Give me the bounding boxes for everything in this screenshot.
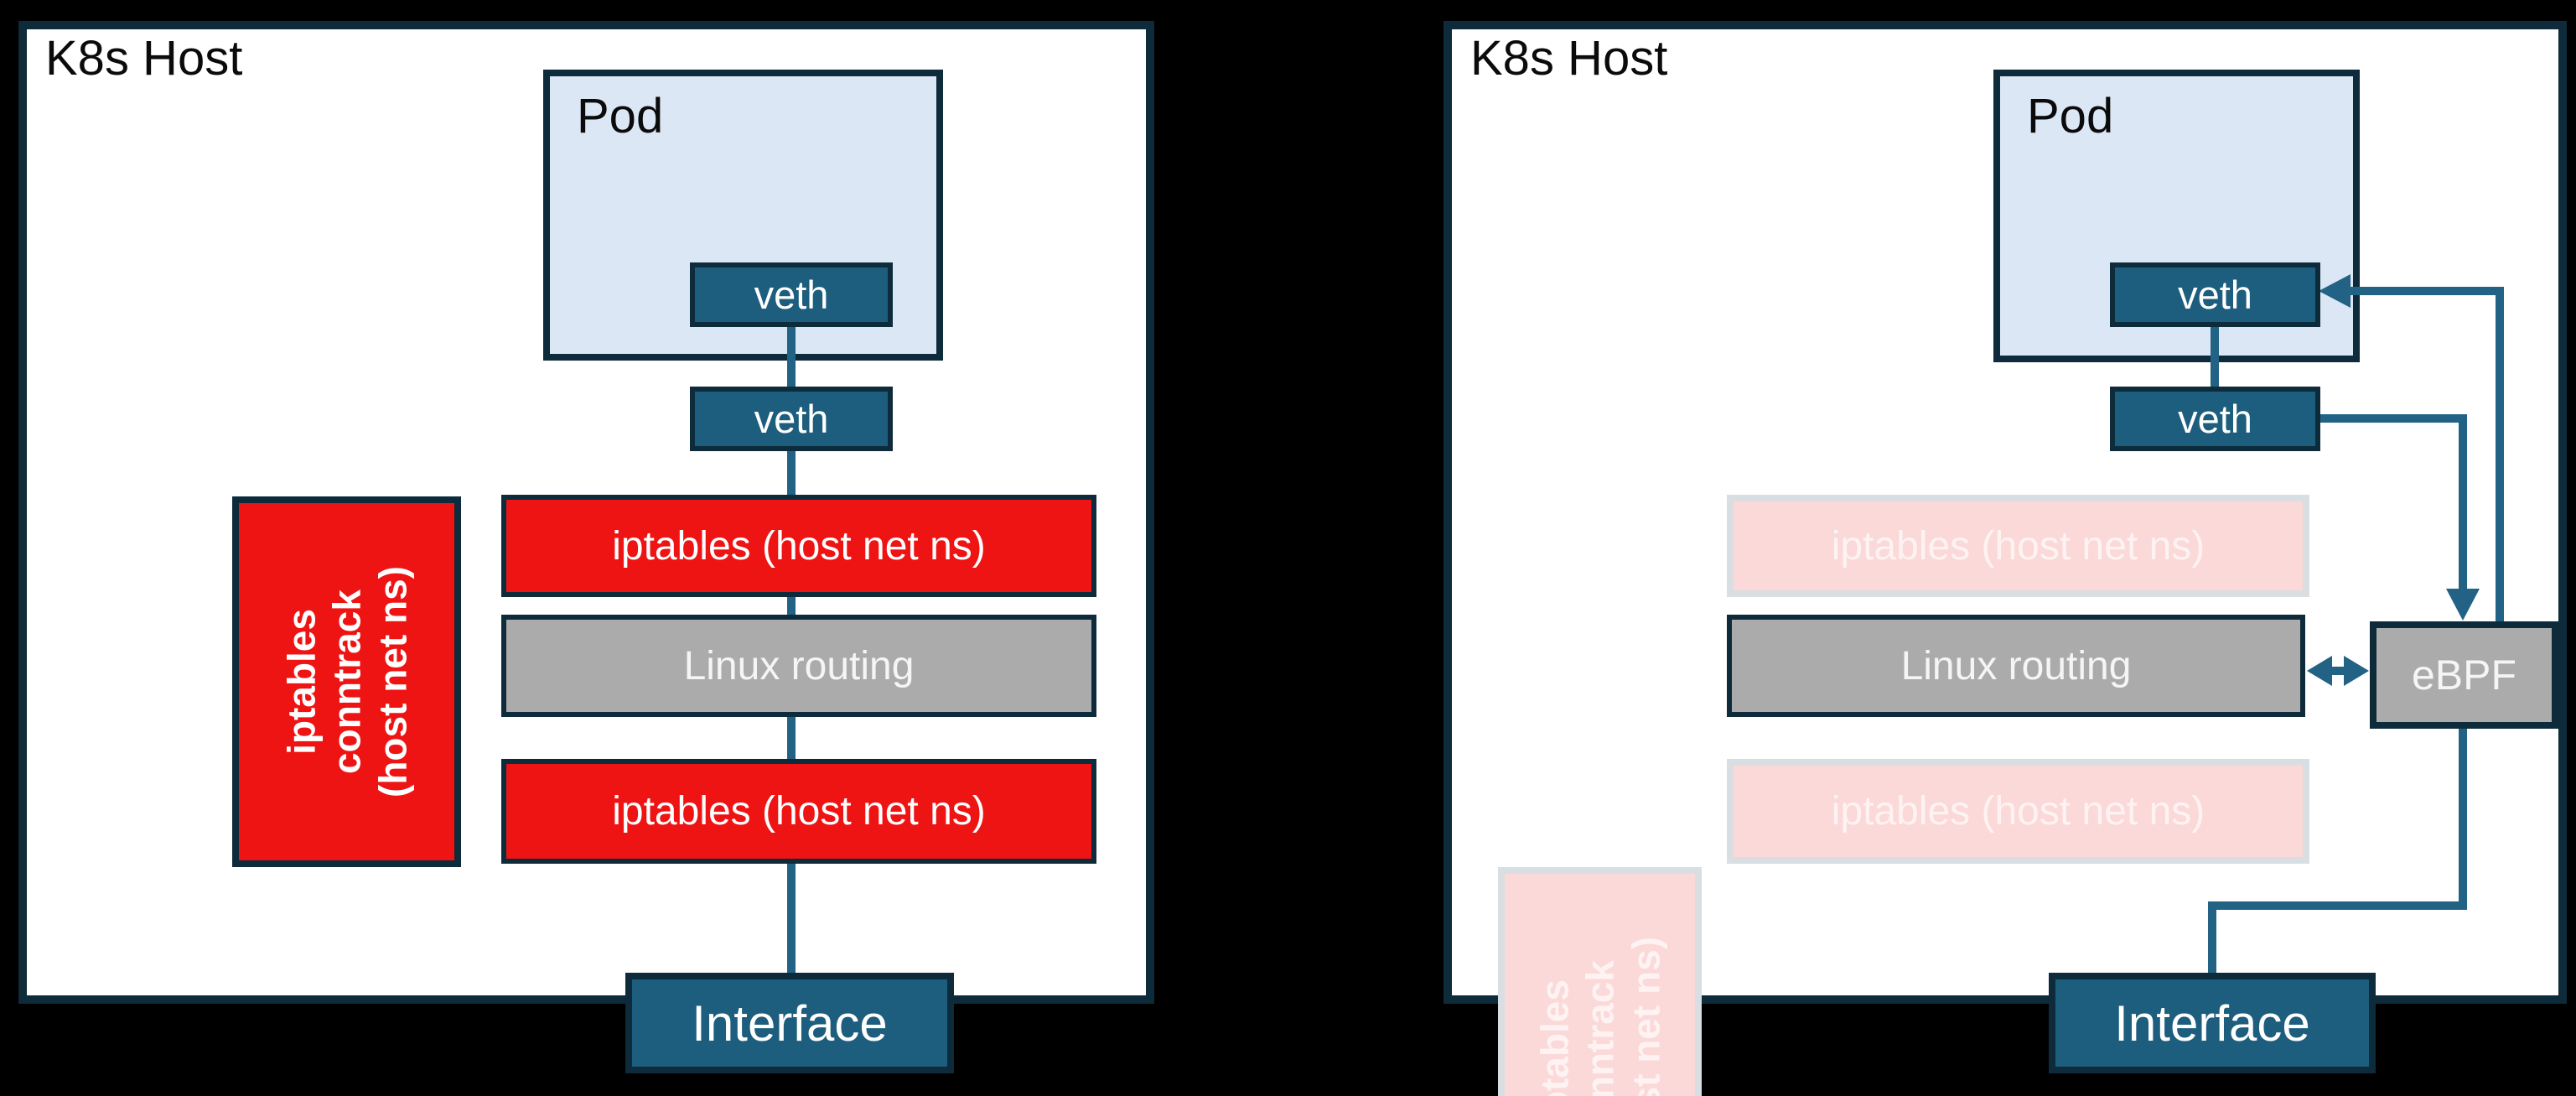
- right-interface-box: Interface: [2049, 973, 2376, 1073]
- left-connector-iptables-routing: [787, 594, 796, 617]
- right-arrowhead-into-ebpf-side-icon: [2344, 656, 2369, 686]
- left-connector-veth-iptables: [787, 449, 796, 496]
- right-iptables-bottom-box-disabled: iptables (host net ns): [1727, 759, 2309, 864]
- left-interface-box: Interface: [625, 973, 954, 1073]
- left-host-veth-label: veth: [754, 397, 829, 441]
- right-connector-ebpf-to-podveth-vertical: [2496, 287, 2504, 623]
- right-linux-routing-label: Linux routing: [1900, 643, 2132, 688]
- left-interface-label: Interface: [692, 995, 888, 1052]
- left-iptables-conntrack-label: iptables conntrack (host net ns): [279, 566, 414, 797]
- left-pod-label: Pod: [577, 89, 664, 143]
- left-iptables-top-box: iptables (host net ns): [501, 495, 1096, 597]
- right-interface-label: Interface: [2114, 995, 2310, 1052]
- right-arrowhead-into-routing-icon: [2307, 656, 2332, 686]
- right-iptables-bottom-label: iptables (host net ns): [1831, 789, 2205, 834]
- right-pod-label: Pod: [2027, 89, 2114, 143]
- right-iptables-top-box-disabled: iptables (host net ns): [1727, 495, 2309, 597]
- left-host-veth-box: veth: [690, 387, 893, 451]
- right-connector-ebpf-to-interface-v2: [2208, 901, 2216, 974]
- right-iptables-conntrack-label: iptables conntrack (host net ns): [1532, 937, 1667, 1096]
- left-k8s-host-title: K8s Host: [45, 31, 243, 86]
- left-linux-routing-label: Linux routing: [683, 643, 915, 688]
- right-ebpf-label: eBPF: [2411, 652, 2517, 699]
- right-arrowhead-into-podveth-icon: [2319, 274, 2351, 308]
- left-connector-routing-iptables: [787, 714, 796, 761]
- left-connector-veth-veth: [787, 325, 796, 389]
- right-arrowhead-into-ebpf-icon: [2446, 589, 2480, 621]
- right-iptables-top-label: iptables (host net ns): [1831, 523, 2205, 569]
- left-connector-iptables-interface: [787, 862, 796, 974]
- right-pod-veth-label: veth: [2178, 273, 2252, 317]
- right-connector-veth-to-ebpf-horizontal: [2320, 414, 2467, 423]
- left-iptables-bottom-label: iptables (host net ns): [612, 789, 986, 834]
- left-iptables-conntrack-box: iptables conntrack (host net ns): [232, 496, 461, 867]
- right-connector-veth-veth: [2211, 325, 2219, 388]
- right-k8s-host-title: K8s Host: [1470, 31, 1668, 86]
- right-connector-routing-ebpf-shaft: [2319, 667, 2357, 675]
- right-linux-routing-box: Linux routing: [1727, 615, 2305, 717]
- left-iptables-bottom-box: iptables (host net ns): [501, 759, 1096, 864]
- right-host-veth-label: veth: [2178, 397, 2252, 441]
- left-linux-routing-box: Linux routing: [501, 615, 1096, 717]
- right-connector-ebpf-to-podveth-horizontal: [2349, 287, 2504, 295]
- right-connector-ebpf-to-interface-v1: [2459, 727, 2467, 906]
- right-iptables-conntrack-box-disabled: iptables conntrack (host net ns): [1498, 867, 1702, 1096]
- right-host-veth-box: veth: [2110, 387, 2320, 451]
- right-connector-ebpf-to-interface-h: [2212, 901, 2467, 910]
- left-pod-veth-box: veth: [690, 262, 893, 327]
- right-ebpf-box: eBPF: [2370, 621, 2558, 729]
- right-connector-veth-to-ebpf-vertical: [2459, 414, 2467, 590]
- left-pod-veth-label: veth: [754, 273, 829, 317]
- left-iptables-top-label: iptables (host net ns): [612, 523, 986, 569]
- right-pod-veth-box: veth: [2110, 262, 2320, 327]
